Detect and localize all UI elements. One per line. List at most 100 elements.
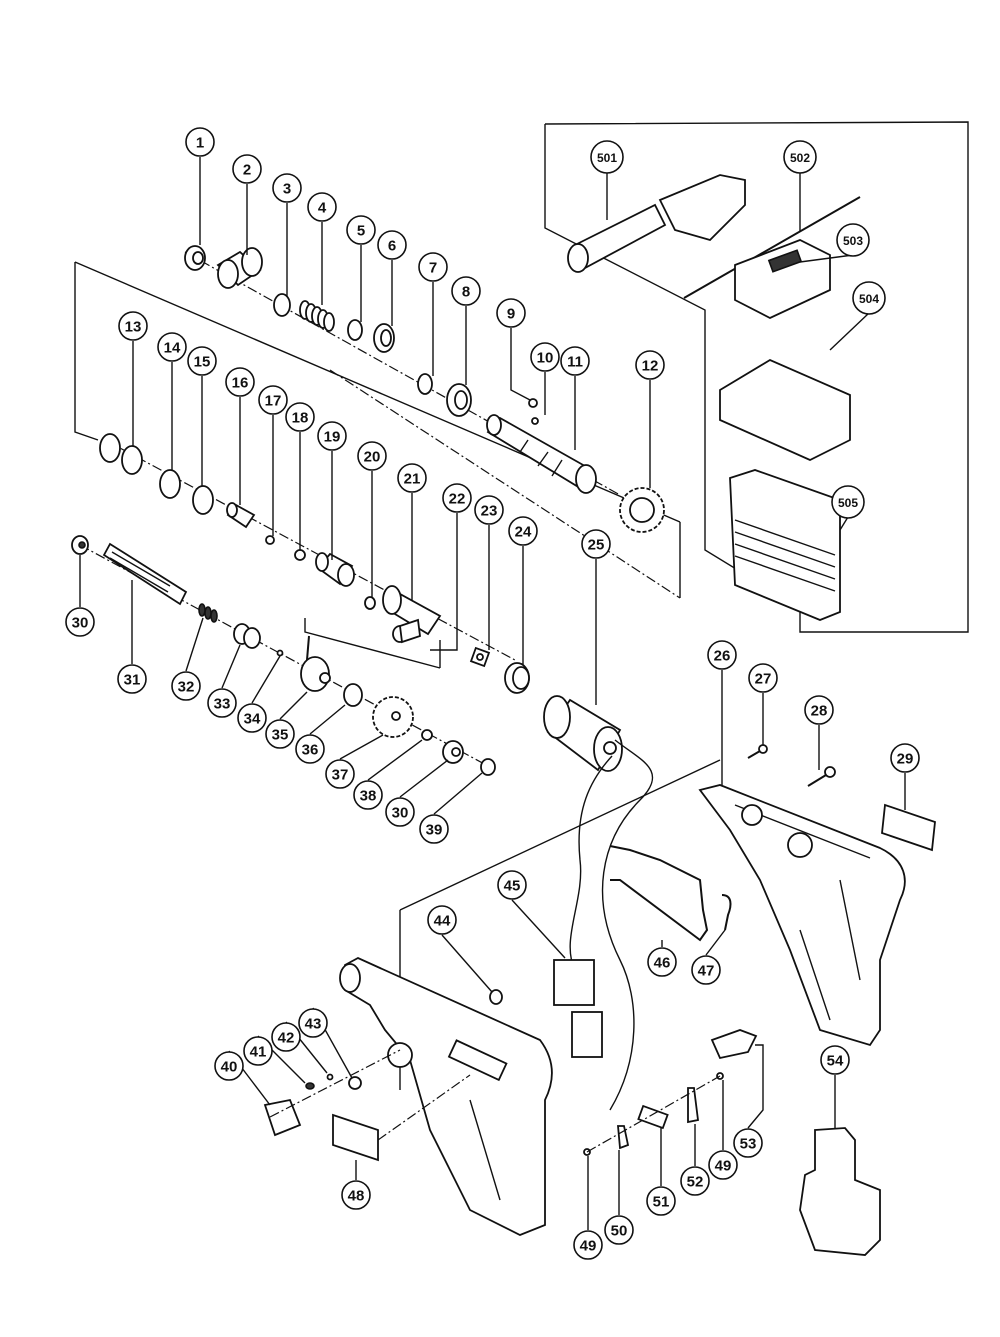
callout-23-bracket: 23	[474, 495, 504, 525]
callout-label: 504	[859, 292, 879, 306]
part-48-label	[332, 1113, 379, 1162]
callout-19-piston: 19	[317, 421, 347, 451]
callout-label: 14	[164, 340, 181, 357]
callout-16-striker: 16	[225, 367, 255, 397]
part-47-spring	[721, 894, 732, 931]
callout-circle	[707, 640, 737, 670]
part-26-housing-right	[698, 784, 906, 1047]
part-6-seal-ring	[373, 323, 395, 353]
callout-circle	[157, 332, 187, 362]
callout-label: 29	[897, 751, 914, 768]
callout-circle	[890, 743, 920, 773]
part-30b-ball-bearing	[442, 740, 464, 764]
callout-17-o-ring: 17	[258, 385, 288, 415]
part-18-o-ring	[294, 549, 306, 561]
part-503-charger	[734, 239, 831, 320]
callout-label: 13	[125, 319, 142, 336]
callout-49-tapping-screw: 49	[708, 1150, 738, 1180]
callout-label: 49	[715, 1158, 732, 1175]
callout-circle	[353, 780, 383, 810]
callout-label: 43	[305, 1016, 322, 1033]
part-39-washer	[480, 758, 496, 776]
callout-37-gear: 37	[325, 759, 355, 789]
callout-10-steel-ball: 10	[530, 342, 560, 372]
callout-14-washer: 14	[157, 332, 187, 362]
callout-38-washer: 38	[353, 780, 383, 810]
part-27-tapping-screw	[747, 744, 768, 759]
callout-label: 54	[827, 1053, 844, 1070]
callout-circle	[590, 140, 624, 174]
callout-circle	[237, 703, 267, 733]
callout-circle	[65, 607, 95, 637]
callout-circle	[185, 127, 215, 157]
callout-39-washer: 39	[419, 814, 449, 844]
callout-circle	[307, 192, 337, 222]
callout-label: 33	[214, 696, 231, 713]
part-50-terminal	[617, 1125, 630, 1150]
part-30-ball-bearing	[71, 535, 89, 555]
callout-45-switch: 45	[497, 870, 527, 900]
callout-circle	[325, 759, 355, 789]
part-36-needle-bearing	[343, 683, 363, 707]
callout-circle	[317, 421, 347, 451]
callout-label: 2	[243, 162, 251, 179]
callout-circle	[604, 1215, 634, 1245]
callout-2-knurled-sleeve: 2	[232, 154, 262, 184]
callout-circle	[831, 485, 865, 519]
callout-circle	[680, 1166, 710, 1196]
callout-circle	[427, 905, 457, 935]
callout-circle	[733, 1128, 763, 1158]
callout-502-depth-gauge: 502	[783, 140, 817, 174]
callout-label: 12	[642, 358, 659, 375]
callout-circle	[272, 173, 302, 203]
callout-circle	[647, 947, 677, 977]
callout-circle	[474, 495, 504, 525]
callout-30-ball-bearing: 30	[385, 797, 415, 827]
callout-41-spring: 41	[243, 1036, 273, 1066]
callout-8-seal-ring: 8	[451, 276, 481, 306]
part-45-switch	[553, 959, 603, 1058]
callout-label: 20	[364, 449, 381, 466]
callout-circle	[418, 252, 448, 282]
callout-label: 53	[740, 1136, 757, 1153]
part-17-o-ring	[265, 535, 275, 545]
callout-label: 31	[124, 672, 141, 689]
callout-29-name-plate: 29	[890, 743, 920, 773]
callout-label: 39	[426, 822, 443, 839]
callout-18-o-ring: 18	[285, 402, 315, 432]
part-2-knurled-sleeve	[216, 247, 263, 289]
part-29-name-plate	[881, 803, 936, 852]
callout-49-tapping-screw: 49	[573, 1230, 603, 1260]
callout-9-steel-ball: 9	[496, 298, 526, 328]
part-53-pushing-button	[710, 1029, 758, 1060]
callout-circle	[748, 663, 778, 693]
callout-28-tapping-screw: 28	[804, 695, 834, 725]
part-40-change-knob	[263, 1098, 302, 1137]
callout-50-terminal: 50	[604, 1215, 634, 1245]
callout-label: 50	[611, 1223, 628, 1240]
callout-501-side-handle: 501	[590, 140, 624, 174]
part-501-side-handle	[567, 174, 746, 273]
callout-circle	[419, 814, 449, 844]
callout-circle	[271, 1022, 301, 1052]
callout-label: 4	[318, 200, 327, 217]
callout-label: 49	[580, 1238, 597, 1255]
part-11-cylinder	[486, 414, 597, 494]
callout-circle	[852, 281, 886, 315]
callout-label: 24	[515, 524, 532, 541]
callout-label: 48	[348, 1188, 365, 1205]
callout-label: 3	[283, 181, 291, 198]
callout-54-battery-pack: 54	[820, 1045, 850, 1075]
callout-circle	[451, 276, 481, 306]
callout-label: 23	[481, 503, 498, 520]
part-8-seal-ring	[446, 383, 472, 417]
callout-label: 5	[357, 223, 365, 240]
callout-circle	[295, 734, 325, 764]
callout-circle	[118, 311, 148, 341]
callout-12-clutch-gear: 12	[635, 350, 665, 380]
part-52-terminal	[687, 1087, 699, 1124]
callout-label: 10	[537, 350, 554, 367]
part-28-tapping-screw	[807, 766, 836, 787]
part-34-retaining-ring	[276, 649, 284, 657]
